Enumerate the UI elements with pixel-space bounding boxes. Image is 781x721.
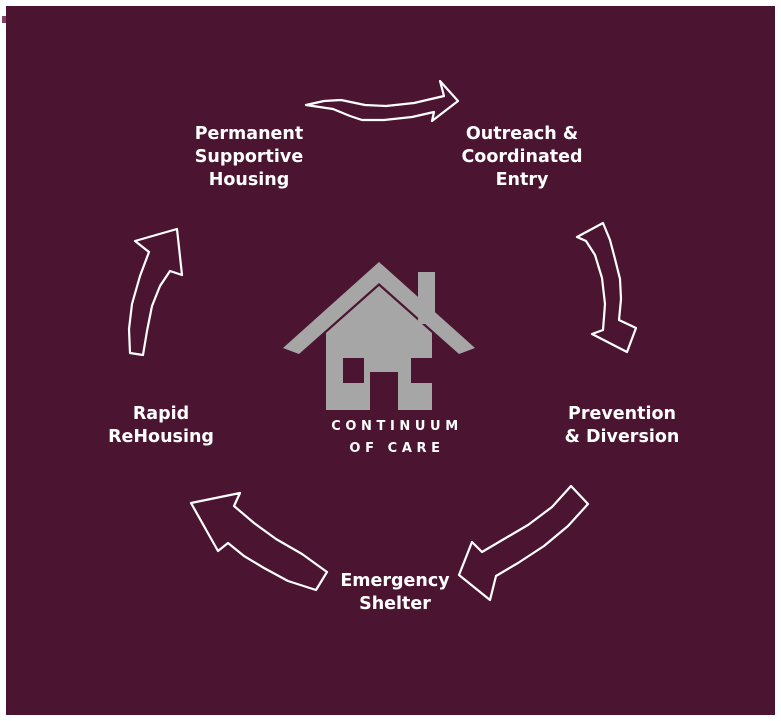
stage-rapid-line-1: Rapid [132,404,190,424]
house-icon [283,262,475,410]
arrow-emergency-to-rapid [189,491,329,592]
stage-emergency-line-2: Shelter [359,594,431,614]
cycle-arrows [127,79,638,602]
stage-prevention-line-1: Prevention [568,404,676,424]
stage-rapid-line-2: ReHousing [108,427,214,447]
stage-permanent-line-1: Permanent [194,124,304,144]
stage-outreach: Outreach & Coordinated Entry [432,123,612,192]
caption-line-1: CONTINUUM [331,419,463,434]
arrow-prevention-to-emergency [457,484,590,602]
stage-rapid: Rapid ReHousing [71,403,251,449]
stage-outreach-line-1: Outreach & [465,124,579,144]
continuum-of-care-diagram: Outreach & Coordinated Entry Prevention … [6,6,775,715]
stage-emergency-line-1: Emergency [340,571,450,591]
arrow-rapid-to-permanent [127,227,184,357]
center-caption: CONTINUUM OF CARE [297,416,497,460]
stage-outreach-line-3: Entry [495,170,549,190]
stage-permanent-line-3: Housing [208,170,290,190]
stage-permanent: Permanent Supportive Housing [159,123,339,192]
arrow-permanent-to-outreach [304,79,460,123]
caption-line-2: OF CARE [349,441,445,456]
stage-outreach-line-2: Coordinated [461,147,583,167]
corner-mark [2,16,6,23]
stage-prevention: Prevention & Diversion [532,403,712,449]
stage-prevention-line-2: & Diversion [564,427,680,447]
stage-emergency: Emergency Shelter [305,570,485,616]
stage-permanent-line-2: Supportive [194,147,304,167]
arrow-outreach-to-prevention [575,221,638,354]
